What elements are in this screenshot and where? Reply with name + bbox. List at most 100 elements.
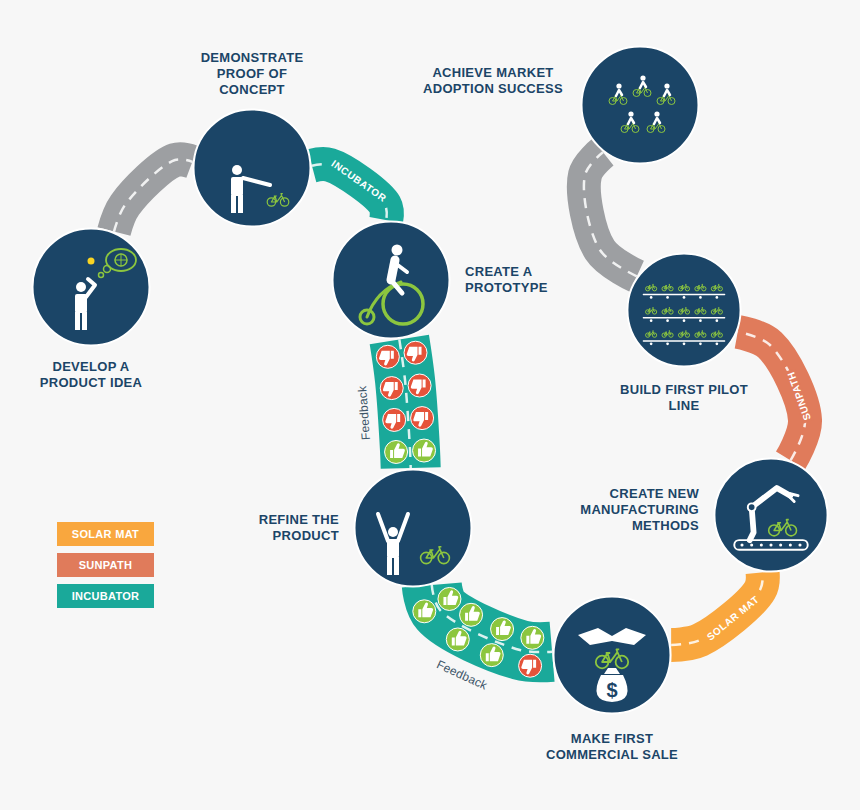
step-heading: MAKE FIRST COMMERCIAL SALE — [542, 731, 682, 763]
cyclist-head — [628, 111, 633, 116]
person-head — [388, 527, 398, 537]
thumb-up — [385, 440, 408, 463]
circle-shape — [713, 457, 829, 573]
bike-frame — [713, 308, 720, 312]
bike-wheel — [652, 333, 656, 337]
step-icon — [231, 165, 289, 213]
thumb-hand — [385, 414, 400, 429]
step-heading-box: CREATE NEW MANUFACTURING METHODS — [569, 486, 699, 534]
road-connector — [671, 572, 763, 645]
step-circle: CREATE NEW MANUFACTURING METHODS — [713, 457, 829, 573]
bike-wheel — [685, 310, 689, 314]
step-circle: BUILD FIRST PILOT LINE — [626, 252, 742, 368]
step-heading-box: CREATE A PROTOTYPE — [465, 264, 575, 296]
thumb-up — [491, 618, 514, 641]
thumb-down — [411, 407, 434, 430]
person-leg — [238, 195, 243, 213]
bike-wheel — [685, 333, 689, 337]
circle-outline — [355, 470, 472, 587]
thumb-disc — [446, 628, 469, 651]
circle-outline — [714, 458, 827, 571]
thumb-disc — [438, 587, 461, 610]
conveyor-roller — [740, 543, 743, 546]
thumb-hand — [521, 660, 536, 675]
thumb-hand — [411, 380, 426, 395]
step-heading-box: REFINE THE PRODUCT — [229, 512, 339, 544]
legend-swatch: SUNPATH — [57, 553, 154, 577]
road-centre-dash — [114, 159, 192, 231]
thumb-disc — [521, 626, 544, 649]
handshake — [578, 628, 646, 645]
thumb-disc — [380, 377, 403, 400]
bike-frame — [681, 308, 688, 312]
step-heading: ACHIEVE MARKET ADOPTION SUCCESS — [418, 65, 568, 97]
bike-frame — [648, 308, 655, 312]
bike-frame — [713, 284, 720, 288]
cyclist-body — [616, 90, 622, 96]
road-segment-group — [432, 585, 552, 652]
step-icon — [578, 628, 646, 702]
bike-wheel — [669, 287, 673, 291]
bike-wheel — [652, 310, 656, 314]
step-icon — [360, 245, 423, 325]
bike-frame — [648, 331, 655, 335]
thumb-up — [521, 626, 544, 649]
thumb-hand — [390, 443, 405, 458]
rider-head — [392, 245, 403, 256]
person-arms — [378, 514, 408, 541]
thumb-hand — [418, 603, 433, 618]
thumb-disc — [413, 439, 436, 462]
thumb-disc — [491, 618, 514, 641]
cyclist-head — [640, 75, 645, 80]
thought-dot — [99, 273, 104, 278]
circle-outline — [33, 229, 150, 346]
road-label: Feedback — [433, 657, 492, 694]
thumb-hand — [407, 347, 422, 362]
thumb-hand — [418, 442, 433, 457]
bike-wheel — [702, 333, 706, 337]
cyclist-body — [628, 118, 634, 124]
idea-bulb — [88, 258, 95, 265]
thumb-hand — [379, 351, 394, 366]
thumb-up — [413, 439, 436, 462]
step-heading: CREATE A PROTOTYPE — [465, 264, 575, 296]
road-connector — [432, 585, 552, 652]
person-arm — [86, 279, 95, 297]
person-arm — [243, 178, 270, 185]
bike-wheel — [718, 333, 722, 337]
thumb-down — [408, 374, 431, 397]
road-label: SUNPATH — [785, 368, 814, 424]
rider-arm — [395, 263, 407, 272]
person-leg — [231, 195, 236, 213]
circle-outline — [554, 597, 671, 714]
step-circle: CREATE A PROTOTYPE — [331, 220, 451, 340]
road-connector — [114, 159, 192, 231]
robot-arm — [750, 488, 791, 540]
person-leg — [75, 312, 80, 330]
bike-frame — [697, 308, 704, 312]
bike-frame — [681, 284, 688, 288]
thumb-up — [413, 600, 436, 623]
bike-frame — [426, 547, 444, 558]
rider-leg — [391, 280, 402, 293]
cyclist-head — [616, 83, 621, 88]
belt-roller — [650, 319, 653, 322]
step-heading-box: DEVELOP A PRODUCT IDEA — [26, 359, 156, 391]
bike-wheel — [786, 525, 797, 536]
person-head — [232, 165, 242, 175]
money-bag — [596, 675, 627, 702]
circle-outline — [194, 110, 311, 227]
robot-gripper — [788, 494, 798, 502]
bike-wheel — [718, 287, 722, 291]
road-centre-dash — [432, 585, 552, 652]
road-label: SOLAR MAT — [703, 592, 763, 644]
thumb-up — [446, 628, 469, 651]
belt-roller — [666, 296, 669, 299]
person-leg — [394, 557, 399, 575]
road-segment-group — [114, 159, 192, 231]
thumb-hand — [443, 590, 458, 605]
thumb-disc — [385, 440, 408, 463]
conveyor-roller — [750, 543, 753, 546]
bike-wheel — [702, 287, 706, 291]
